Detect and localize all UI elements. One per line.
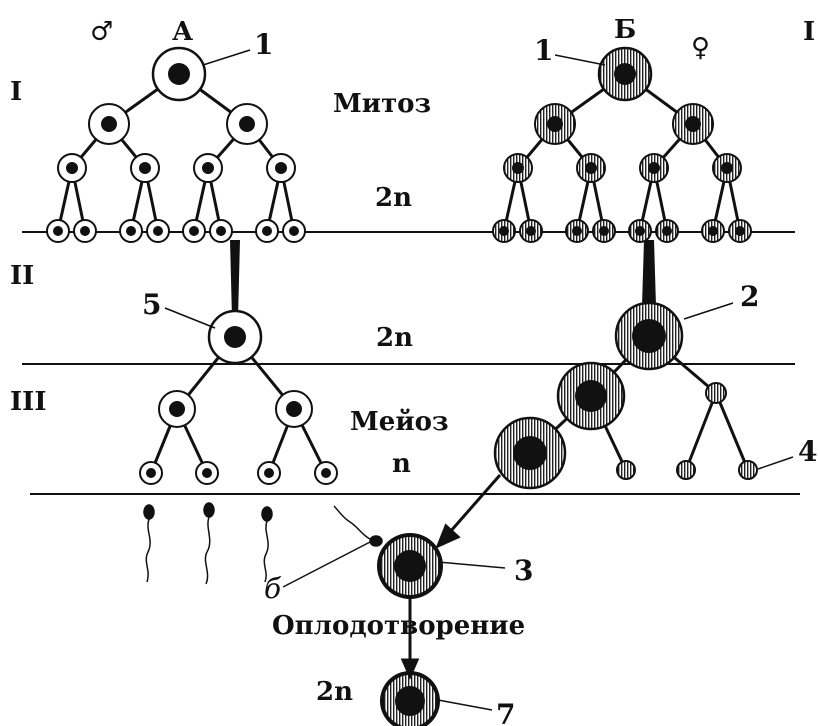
female-dividing-cell xyxy=(534,103,576,145)
embryo-cell xyxy=(380,671,440,726)
polar-body xyxy=(738,460,758,480)
male-gonial-cell xyxy=(255,219,279,243)
ploidy-2n-mid: 2n xyxy=(376,323,413,353)
female-dividing-cell xyxy=(639,153,669,183)
stage-label-1: I xyxy=(10,77,22,107)
secondary-oocyte xyxy=(556,361,626,431)
stage-divider-lines xyxy=(22,231,800,495)
male-growth-wedge xyxy=(230,240,240,318)
male-dividing-cell xyxy=(226,103,268,145)
leader-line-b xyxy=(282,540,373,588)
zygote-division-arrowhead xyxy=(400,658,420,680)
leader-line-7 xyxy=(437,699,493,711)
male-gonial-cell xyxy=(46,219,70,243)
female-symbol: ♀ xyxy=(691,33,710,63)
primary-spermatocyte xyxy=(207,309,263,365)
male-gonial-cell xyxy=(282,219,306,243)
cells xyxy=(46,46,758,726)
column-label-a: А xyxy=(172,17,193,47)
fertilizing-sperm-cell xyxy=(333,505,383,547)
leader-line-1-right xyxy=(554,54,606,66)
female-dividing-cell xyxy=(672,103,714,145)
female-gonial-cell xyxy=(628,219,652,243)
primary-oocyte xyxy=(614,301,684,371)
meiosis-label: Мейоз xyxy=(350,407,449,437)
leader-line-1-left xyxy=(202,49,251,66)
number-label-1-left: 1 xyxy=(254,28,273,61)
number-label-2: 2 xyxy=(740,280,759,313)
secondary-spermatocyte xyxy=(158,390,196,428)
mitosis-label: Митоз xyxy=(333,89,431,119)
male-gonial-cell xyxy=(209,219,233,243)
male-symbol: ♂ xyxy=(90,17,113,47)
connection-line xyxy=(684,392,718,471)
connection-line xyxy=(714,392,750,471)
leader-line-5 xyxy=(164,307,216,329)
ploidy-2n-zygote: 2n xyxy=(316,677,353,707)
male-gonial-cell xyxy=(73,219,97,243)
number-label-4: 4 xyxy=(798,435,817,468)
sperm-cells xyxy=(143,502,383,585)
leader-lines xyxy=(164,49,794,711)
female-gonial-cell xyxy=(655,219,679,243)
female-dividing-cell xyxy=(503,153,533,183)
sperm-cell xyxy=(203,502,215,585)
fertilization-label: Оплодотворение xyxy=(272,611,525,641)
female-stem-cell xyxy=(597,46,653,102)
spermatid xyxy=(195,461,219,485)
female-growth-wedge xyxy=(642,240,656,306)
male-dividing-cell xyxy=(130,153,160,183)
spermatid xyxy=(257,461,281,485)
secondary-spermatocyte xyxy=(275,390,313,428)
stage-label-1-right: I xyxy=(803,17,815,47)
arrows xyxy=(400,474,502,680)
letter-label-b: б xyxy=(264,572,282,605)
male-dividing-cell xyxy=(57,153,87,183)
zygote xyxy=(377,533,443,599)
ploidy-2n-top: 2n xyxy=(375,183,412,213)
female-gonial-cell xyxy=(492,219,516,243)
leader-line-4 xyxy=(757,456,794,470)
egg-to-zygote-arrow-shaft xyxy=(448,474,502,533)
ploidy-n: n xyxy=(392,449,411,479)
stage-label-3: III xyxy=(10,387,47,417)
number-label-1-right: 1 xyxy=(534,34,553,67)
leader-line-2 xyxy=(683,302,734,320)
polar-body xyxy=(705,382,727,404)
male-dividing-cell xyxy=(193,153,223,183)
column-label-b: Б xyxy=(614,15,636,45)
stage-label-2: II xyxy=(10,261,34,291)
female-gonial-cell xyxy=(728,219,752,243)
mature-egg-cell xyxy=(493,416,567,490)
sperm-cell xyxy=(143,504,155,583)
egg-to-zygote-arrowhead xyxy=(435,523,461,549)
female-dividing-cell xyxy=(576,153,606,183)
spermatid xyxy=(139,461,163,485)
sperm-cell xyxy=(261,506,273,583)
female-gonial-cell xyxy=(565,219,589,243)
polar-body xyxy=(616,460,636,480)
male-dividing-cell xyxy=(266,153,296,183)
female-dividing-cell xyxy=(712,153,742,183)
female-gonial-cell xyxy=(519,219,543,243)
number-label-3: 3 xyxy=(514,554,533,587)
female-gonial-cell xyxy=(701,219,725,243)
leader-line-3 xyxy=(437,561,506,569)
female-gonial-cell xyxy=(592,219,616,243)
spermatid xyxy=(314,461,338,485)
male-dividing-cell xyxy=(88,103,130,145)
male-gonial-cell xyxy=(119,219,143,243)
male-gonial-cell xyxy=(146,219,170,243)
male-stem-cell xyxy=(151,46,207,102)
polar-body xyxy=(676,460,696,480)
male-gonial-cell xyxy=(182,219,206,243)
number-label-5: 5 xyxy=(142,288,161,321)
number-label-7: 7 xyxy=(496,698,515,726)
